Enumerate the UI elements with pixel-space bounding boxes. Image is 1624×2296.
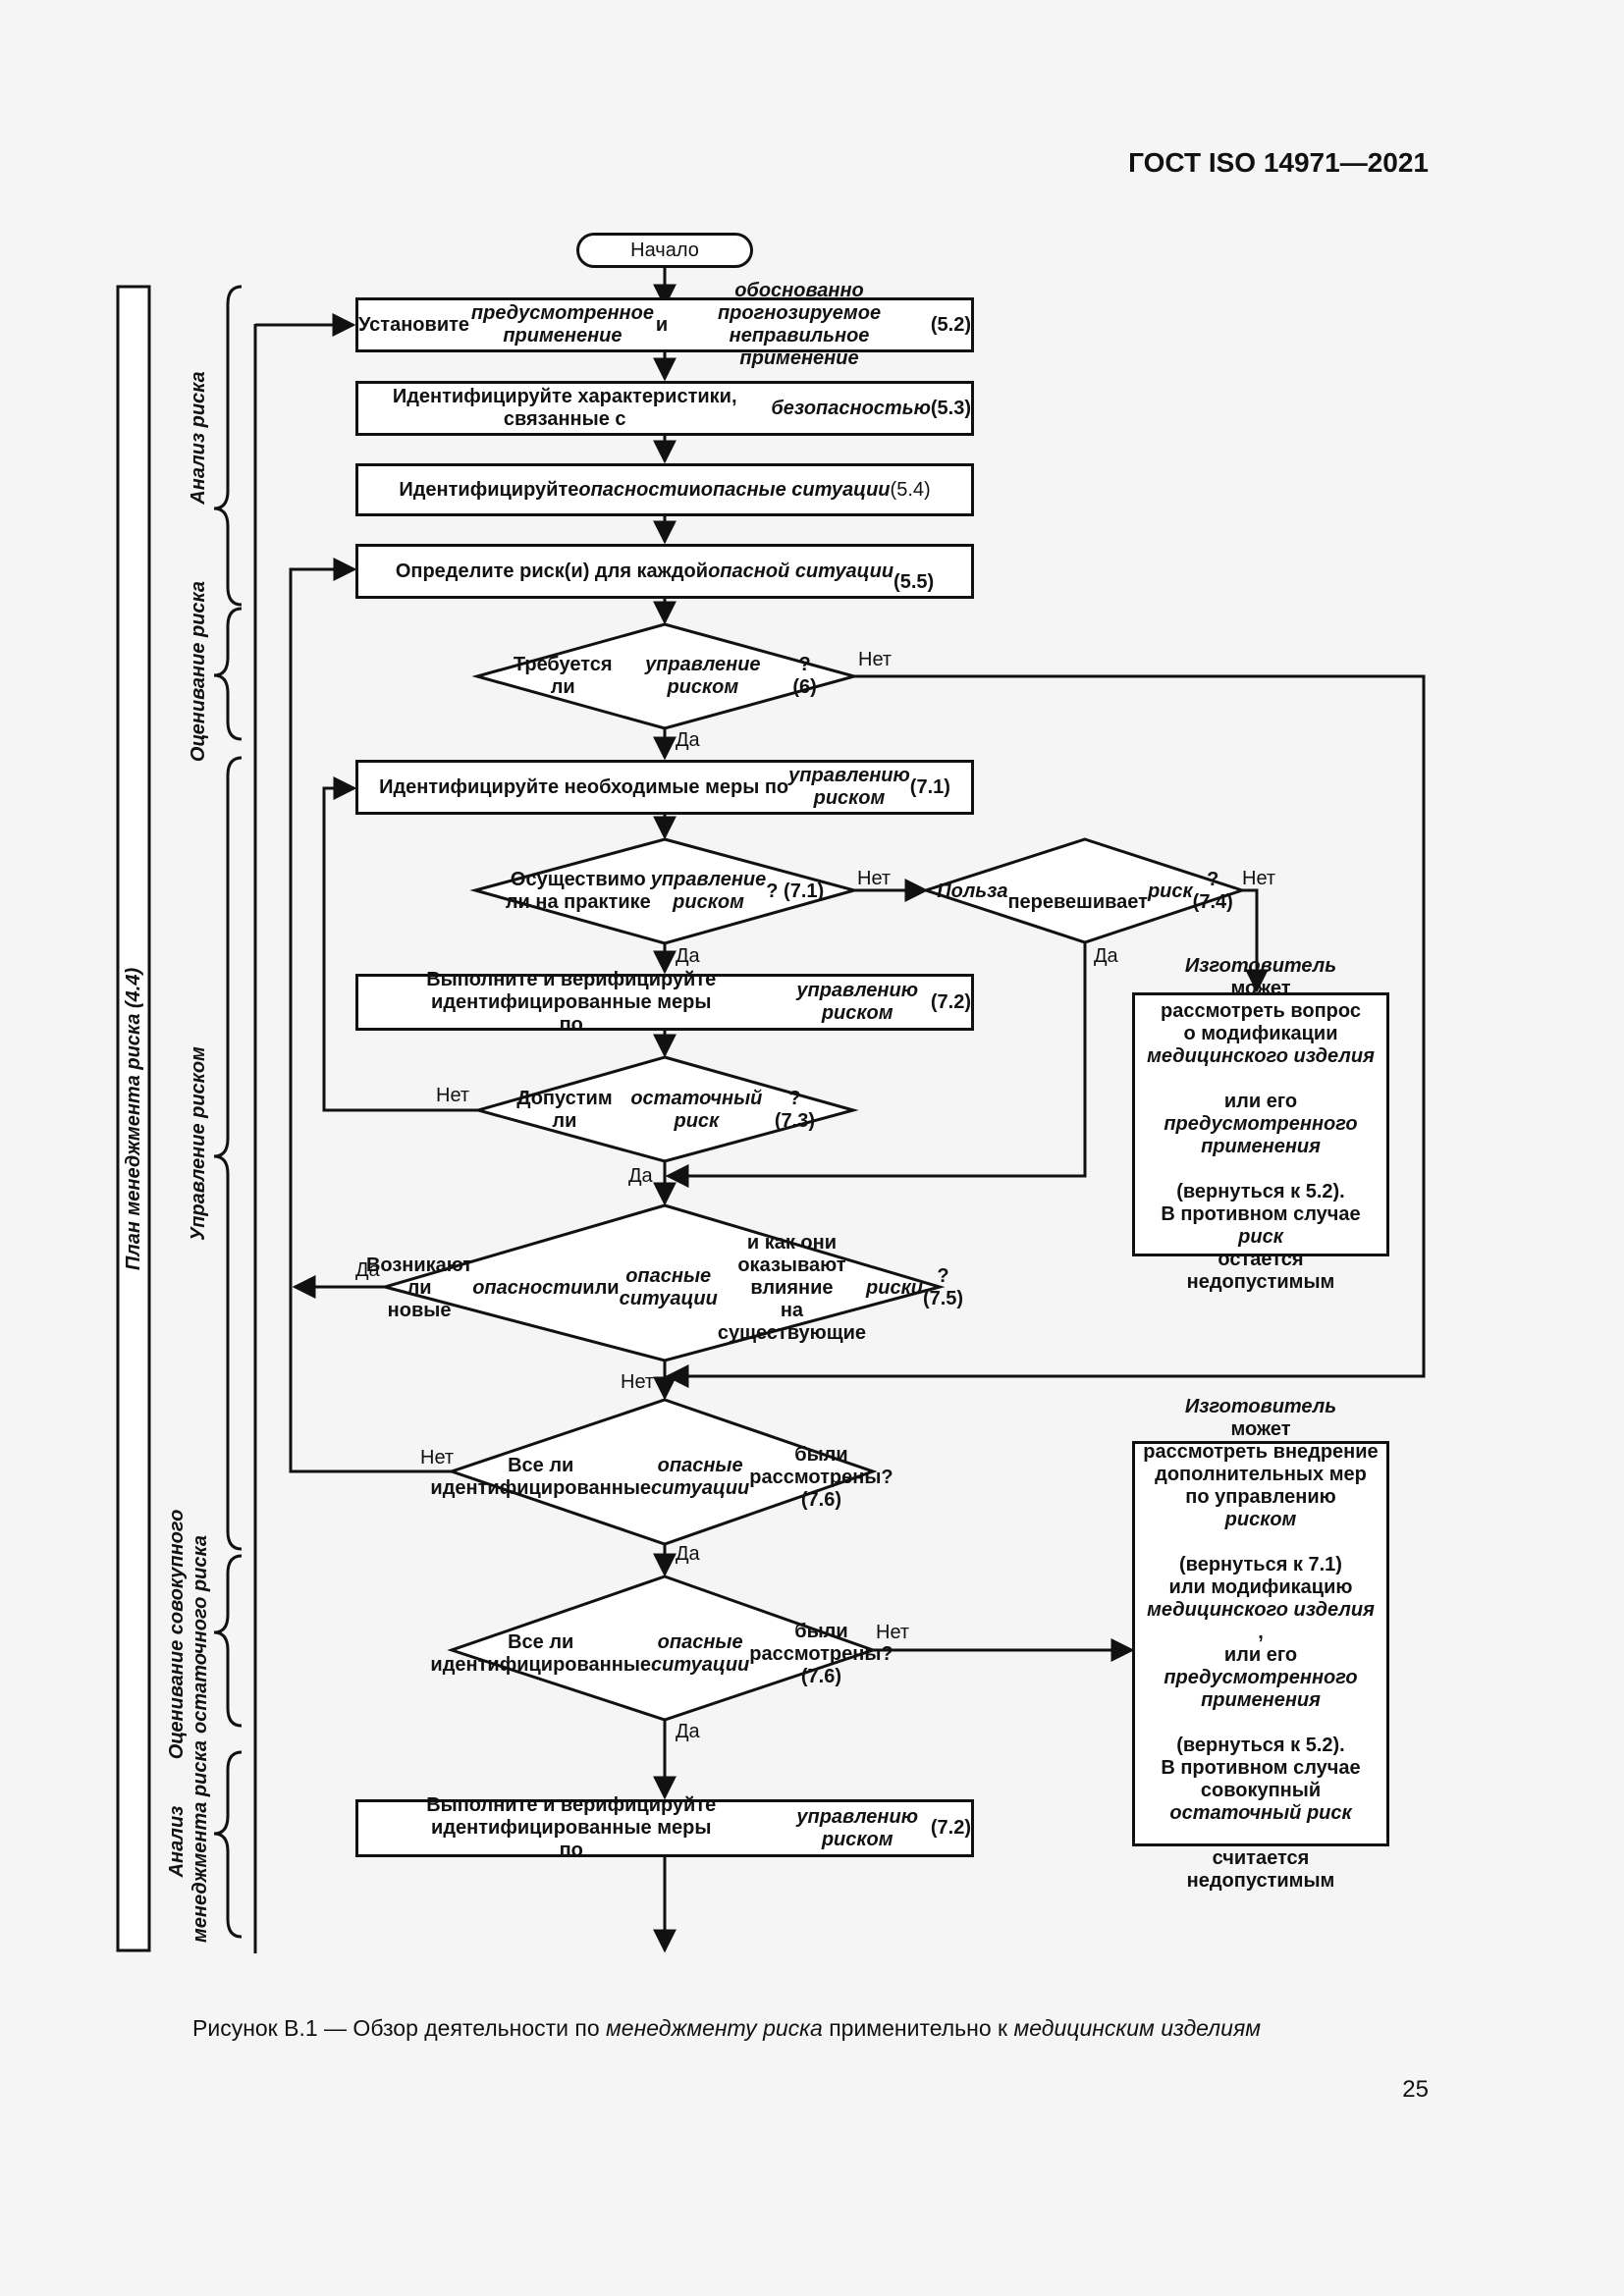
label-d2-yes: Да (676, 945, 700, 967)
diamond-d4 (472, 1055, 859, 1163)
label-d3-no: Нет (1242, 868, 1276, 889)
diamond-d7 (447, 1575, 878, 1722)
side-label-control: Управление риском (188, 1046, 209, 1241)
label-d4-no: Нет (436, 1085, 470, 1106)
step-intended-use: Установите предусмотренное применение и … (355, 280, 974, 369)
step-hazards: Идентифицируйте опасности и опасные ситу… (355, 463, 974, 516)
label-d7-yes: Да (676, 1721, 700, 1742)
side-label-overall: Оценивание совокупного остаточного риска (165, 1510, 212, 1760)
diamond-d6 (447, 1398, 878, 1546)
diamond-d1 (471, 622, 860, 730)
label-d5-no: Нет (621, 1371, 655, 1393)
caption-part4: медицинским изделиям (1013, 2015, 1262, 2041)
side-label-review-line1: Анализ (166, 1805, 188, 1878)
side-label-analysis: Анализ риска (188, 371, 209, 505)
diamond-d5 (379, 1203, 946, 1362)
start-terminal: Начало (576, 233, 753, 268)
side-label-overall-line2: остаточного риска (189, 1535, 211, 1734)
figure-caption: Рисунок B.1 — Обзор деятельности по мене… (192, 2015, 1261, 2042)
label-d6-no: Нет (420, 1447, 455, 1468)
bracket-evaluation (213, 607, 243, 741)
side-label-plan: План менеджмента риска (4.4) (123, 967, 144, 1271)
step-identify-measures: Идентифицируйте необходимые меры по упра… (355, 760, 974, 815)
label-d4-yes: Да (628, 1165, 653, 1187)
diamond-d2 (469, 837, 860, 945)
side-label-review: Анализ менеджмента риска (165, 1740, 212, 1943)
step-estimate-risk: Определите риск(и) для каждой опасной си… (355, 544, 974, 599)
label-d6-yes: Да (676, 1543, 700, 1565)
diamond-d3 (921, 837, 1247, 944)
bracket-analysis (213, 285, 243, 607)
side-label-review-line2: менеджмента риска (189, 1740, 211, 1943)
step-implement-measures-2: Выполните и верифицируйте идентифицирова… (355, 1794, 974, 1861)
page-number: 25 (1402, 2076, 1429, 2103)
label-d1-no: Нет (858, 649, 893, 670)
label-d5-yes: Да (355, 1259, 380, 1281)
plan-frame (116, 285, 151, 1952)
caption-part2: менеджменту риска (606, 2015, 823, 2041)
bracket-overall (213, 1554, 243, 1728)
step-safety-characteristics: Идентифицируйте характеристики, связанны… (355, 381, 974, 436)
decision-new-hazards: Возникают линовые опасности или опасныес… (365, 1231, 964, 1344)
step-implement-measures: Выполните и верифицируйте идентифицирова… (355, 969, 974, 1036)
bracket-control (213, 756, 243, 1551)
label-d2-no: Нет (857, 868, 892, 889)
caption-part1: Рисунок B.1 — Обзор деятельности по (192, 2015, 607, 2041)
document-id: ГОСТ ISO 14971—2021 (1128, 147, 1429, 178)
label-d3-yes: Да (1094, 945, 1118, 967)
label-d1-yes: Да (676, 729, 700, 751)
side-label-overall-line1: Оценивание совокупного (166, 1509, 188, 1760)
caption-part3: применительно к (822, 2015, 1014, 2041)
label-d7-no: Нет (876, 1622, 910, 1643)
bracket-review (213, 1750, 243, 1939)
side-label-evaluation: Оценивание риска (188, 580, 209, 763)
